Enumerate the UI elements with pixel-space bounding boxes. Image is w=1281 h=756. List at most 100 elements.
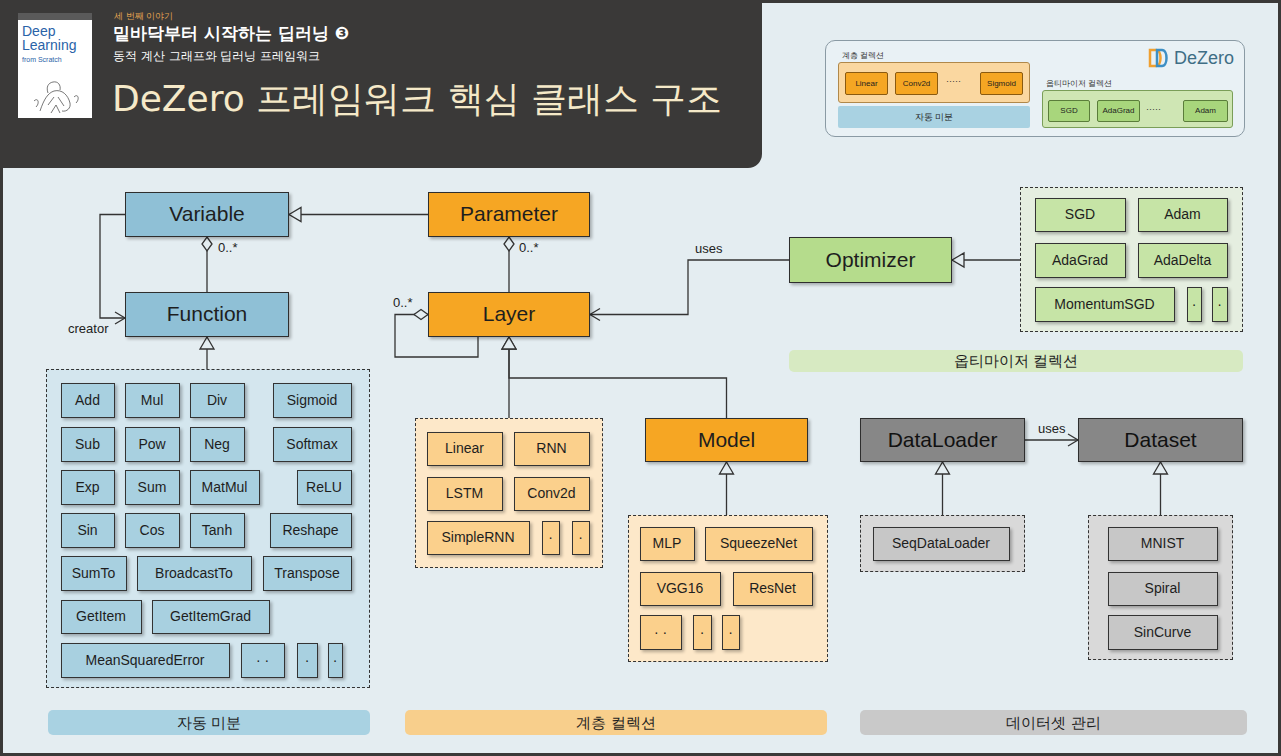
subclass-box: ReLU [297,470,352,505]
node-text: Optimizer [826,248,916,272]
subclass-box: GetItemGrad [152,600,270,634]
node-text: · [700,624,705,640]
subclass-box: · [542,521,560,555]
class-box: Model [645,418,808,462]
connector [504,237,514,292]
edge-label: uses [693,242,724,257]
node-text: RNN [536,440,566,456]
node-text: ReLU [306,479,342,495]
subclass-box: Conv2d [514,477,590,511]
node-text: · [333,652,338,668]
inheritance-triangle [502,337,516,349]
connector-line [100,215,125,319]
node-text: Conv2d [527,485,575,501]
node-text: Linear [855,79,877,88]
connector [202,237,212,292]
class-box: Layer [428,292,590,337]
cover-strip [18,13,92,20]
ellipsis: ····· [1146,104,1161,114]
subclass-box: MatMul [190,470,260,505]
series-tag: 세 번째 이야기 [114,11,173,21]
sketch-line [34,96,78,107]
node-text: 자동 미분 [915,112,954,122]
inheritance-triangle [936,462,950,474]
class-box: Dataset [1078,418,1243,462]
subclass-box: SimpleRNN [427,521,530,555]
connector [289,208,428,222]
arrow-head [590,309,600,321]
subclass-box: Cos [125,513,180,548]
node-text: BroadcastTo [155,565,233,581]
subclass-box: MomentumSGD [1035,287,1175,322]
subclass-box: Sub [61,427,115,462]
cover-title: Deep Learning [22,24,88,52]
node-text: Sub [75,436,100,452]
subclass-box: AdaGrad [1035,243,1126,278]
legend-item: AdaGrad [1097,100,1140,122]
subclass-box: Div [190,383,245,418]
subclass-box: · [693,615,712,650]
node-text: Exp [75,479,99,495]
subclass-box: ResNet [733,572,813,606]
node-text: AdaGrad [1052,252,1108,268]
node-text: Pow [138,436,165,452]
arrow-head [115,312,125,324]
node-text: Cos [140,522,165,538]
subclass-box: Reshape [270,513,352,548]
node-text: Linear [445,440,484,456]
logo-block: DeZero [1148,48,1234,69]
subclass-box: Exp [61,470,115,505]
node-text: · [1217,296,1222,312]
node-text: Adam [1195,106,1216,115]
edge-label: 0..* [391,296,415,311]
connector-line [509,337,727,418]
legend-bar: 자동 미분 [838,106,1030,128]
node-text: Conv2d [903,79,931,88]
subclass-box: Linear [427,432,503,466]
node-text: Softmax [286,436,337,452]
node-text: · [1192,296,1197,312]
node-text: Transpose [274,565,340,581]
subclass-box: Tanh [190,513,245,548]
node-text: AdaDelta [1154,252,1212,268]
node-text: LSTM [446,485,483,501]
dashed-group: AddMulDivSigmoidSubPowNegSoftmaxExpSumMa… [46,369,370,688]
subclass-box: Sum [125,470,180,505]
category-band: 데이터셋 관리 [860,710,1247,735]
node-text: SeqDataLoader [892,535,990,551]
connector [936,462,950,515]
node-text: MLP [653,535,682,551]
node-text: MomentumSGD [1054,296,1154,312]
node-text: AdaGrad [1102,106,1134,115]
node-text: Variable [169,202,245,226]
subclass-box: · · [241,643,285,678]
node-text: · [728,624,733,640]
logo-d [1150,50,1161,66]
node-text: Neg [204,436,230,452]
subclass-box: Pow [125,427,180,462]
cover-subtitle: from Scratch [22,56,62,64]
subclass-box: LSTM [427,477,503,511]
book-title: 밑바닥부터 시작하는 딥러닝 ❸ [113,24,349,44]
node-text: · · [256,652,269,668]
subclass-box: Softmax [273,427,352,462]
node-text: Dataset [1124,428,1196,452]
edge-label: 0..* [216,241,240,256]
legend-item: SGD [1048,100,1090,122]
subclass-box: · [297,643,318,678]
subclass-box: SumTo [61,556,127,591]
node-text: · [578,529,583,545]
node-text: Layer [483,302,536,326]
class-box: Function [125,292,289,337]
dashed-group: SeqDataLoader [860,515,1025,572]
subclass-box: · [1212,287,1228,322]
subclass-box: AdaDelta [1138,243,1228,278]
legend-group: 계층 컬렉션LinearConv2dSigmoid [838,62,1030,103]
legend-item: Linear [845,72,888,95]
node-text: · · [654,624,667,640]
subclass-box: MLP [640,527,695,561]
node-text: · [548,529,553,545]
cover-illustration [34,82,78,113]
node-text: 옵티마이저 컬렉션 [954,352,1078,369]
dashed-group: MNISTSpiralSinCurve [1088,515,1233,660]
